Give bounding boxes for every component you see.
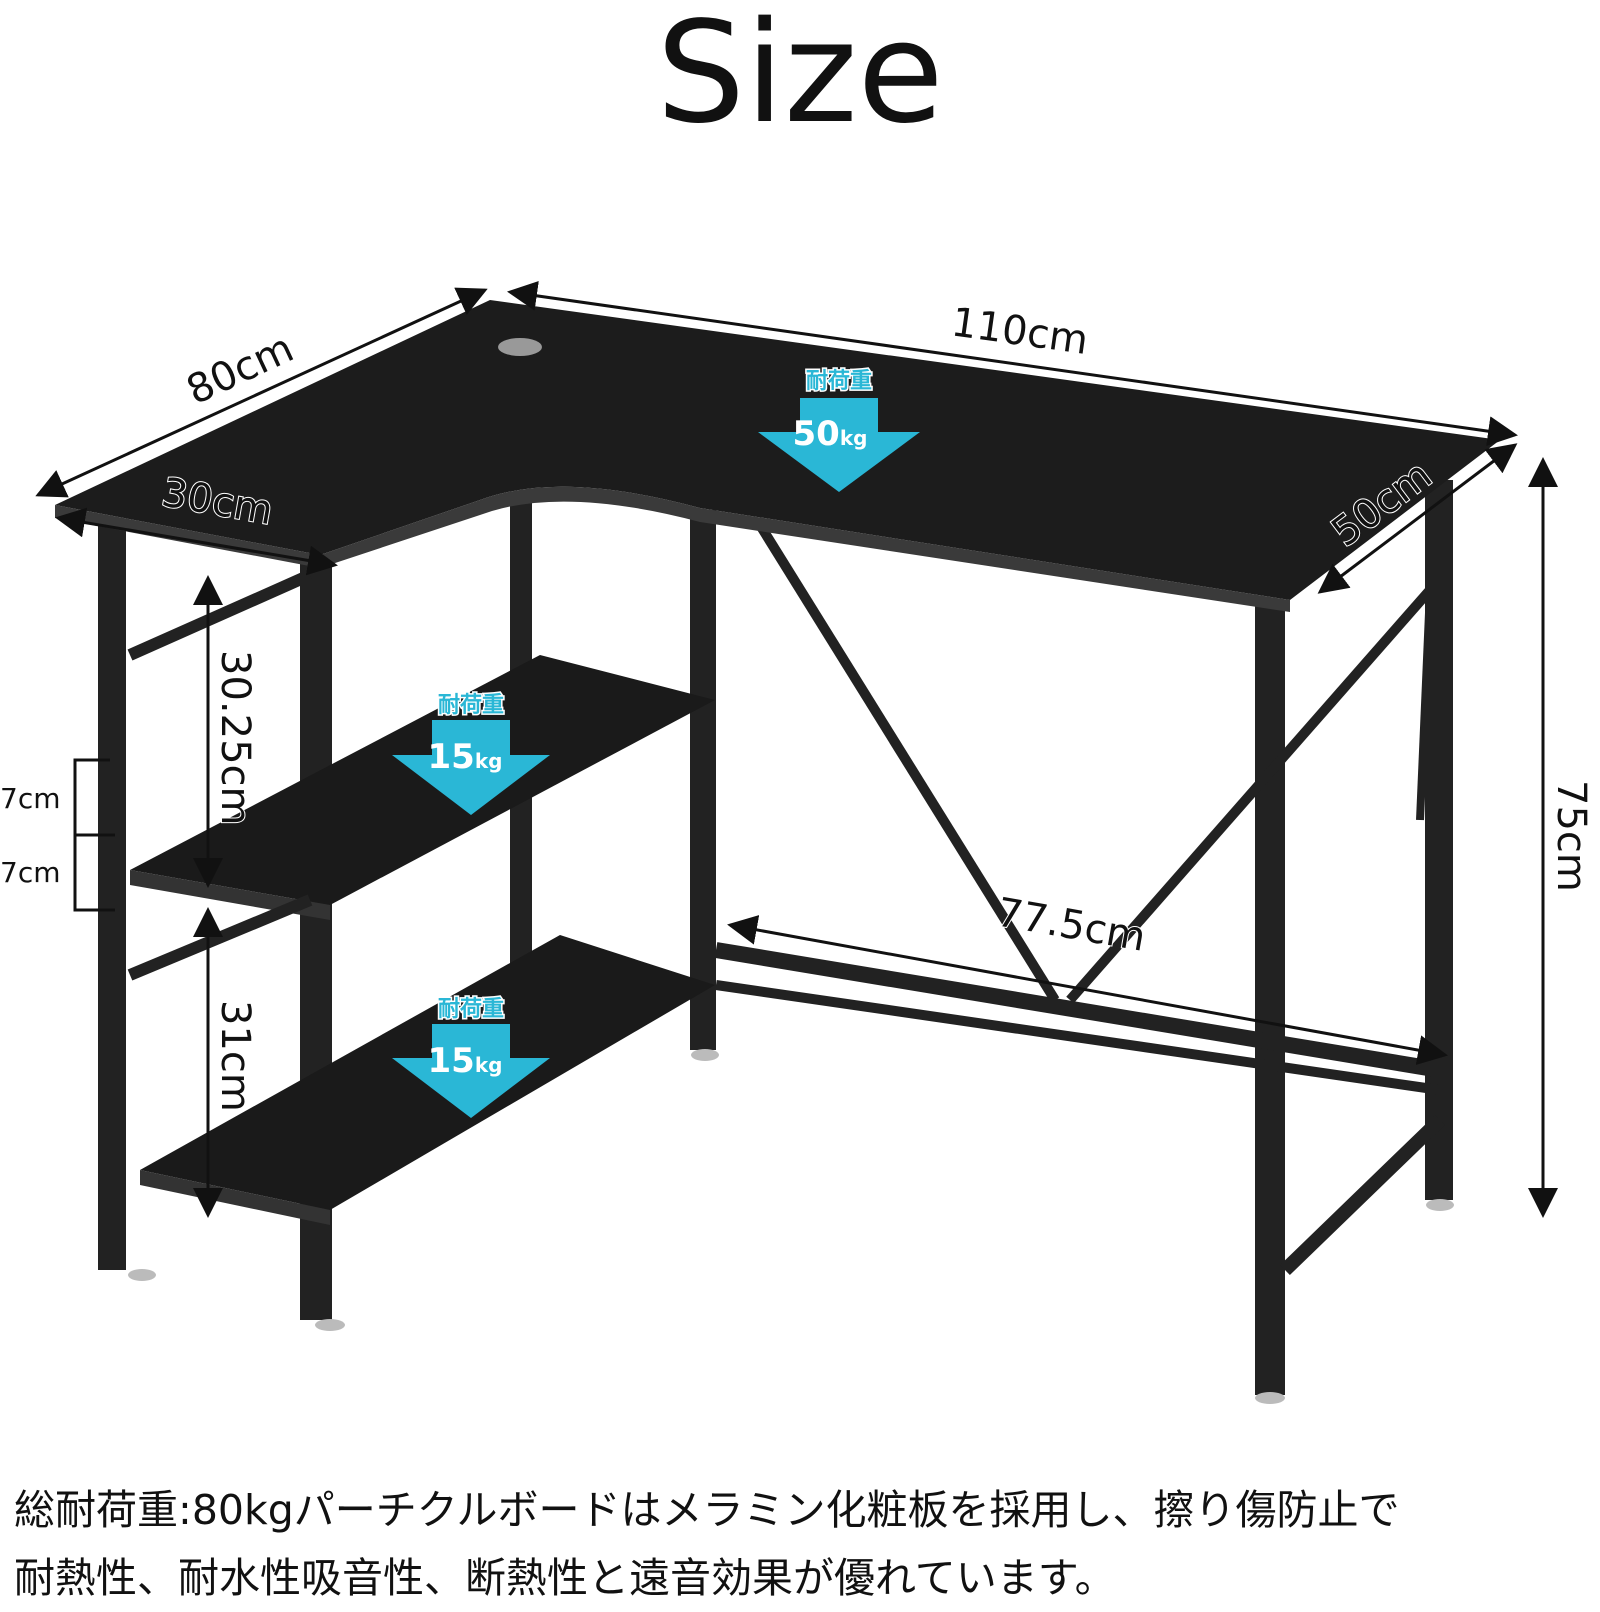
load-badge-upper-shelf: 耐荷重 15kg <box>392 692 550 815</box>
cable-grommet <box>498 338 542 356</box>
dim-hole-spacing-2: 7cm <box>0 856 60 889</box>
description-line-2: 耐熱性、耐水性吸音性、断熱性と遠音効果が優れています。 <box>14 1554 1116 1602</box>
leg-inner <box>690 510 716 1050</box>
dim-hole-spacing-1: 7cm <box>0 782 60 815</box>
page-title: Size <box>656 0 944 155</box>
desk <box>55 300 1500 1404</box>
load-badge-top: 耐荷重 50kg <box>758 368 920 492</box>
dim-shelf-gap-lower: 31cm <box>212 1000 258 1112</box>
svg-text:耐荷重: 耐荷重 <box>806 369 872 394</box>
product-description: 総耐荷重:80kgパーチクルボードはメラミン化粧板を採用し、擦り傷防止で 耐熱性… <box>14 1476 1594 1612</box>
load-badge-lower-shelf: 耐荷重 15kg <box>392 996 550 1118</box>
down-arrow-icon <box>392 720 550 815</box>
svg-text:耐荷重: 耐荷重 <box>438 997 504 1022</box>
svg-text:15kg: 15kg <box>428 1041 503 1081</box>
description-line-1: 総耐荷重:80kgパーチクルボードはメラミン化粧板を採用し、擦り傷防止で <box>14 1486 1400 1534</box>
dim-inner-width: 77.5cm <box>993 890 1149 961</box>
leg-front-left <box>98 525 126 1270</box>
down-arrow-icon <box>392 1024 550 1118</box>
dim-shelf-gap-upper: 30.25cm <box>212 650 258 825</box>
dim-width: 110cm <box>949 299 1091 364</box>
leg-front-right <box>1255 605 1285 1395</box>
dim-height: 75cm <box>1548 780 1594 892</box>
svg-text:耐荷重: 耐荷重 <box>438 693 504 718</box>
svg-text:15kg: 15kg <box>428 737 503 777</box>
down-arrow-icon <box>758 398 920 492</box>
svg-text:50kg: 50kg <box>793 414 868 454</box>
shelf-upper <box>130 655 715 905</box>
